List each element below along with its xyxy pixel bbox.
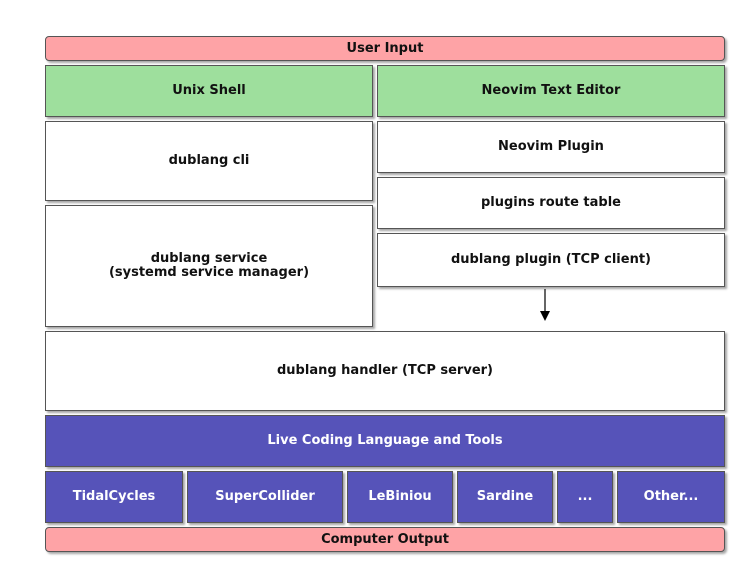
neovim-text-editor-box: Neovim Text Editor [377,65,725,117]
neovim-plugin-box: Neovim Plugin [377,121,725,173]
live-coding-tools-box: Live Coding Language and Tools [45,415,725,467]
tool-ellipsis: ... [557,471,613,523]
user-input-box: User Input [45,36,725,61]
unix-shell-box: Unix Shell [45,65,373,117]
tool-supercollider: SuperCollider [187,471,343,523]
tool-tidalcycles: TidalCycles [45,471,183,523]
dublang-plugin-box: dublang plugin (TCP client) [377,233,725,287]
tool-lebiniou: LeBiniou [347,471,453,523]
arrow-head [540,311,550,321]
tool-other: Other... [617,471,725,523]
dublang-handler-box: dublang handler (TCP server) [45,331,725,411]
plugins-route-table-box: plugins route table [377,177,725,229]
tool-sardine: Sardine [457,471,553,523]
dublang-service-box: dublang service (systemd service manager… [45,205,373,327]
dublang-cli-box: dublang cli [45,121,373,201]
computer-output-box: Computer Output [45,527,725,552]
